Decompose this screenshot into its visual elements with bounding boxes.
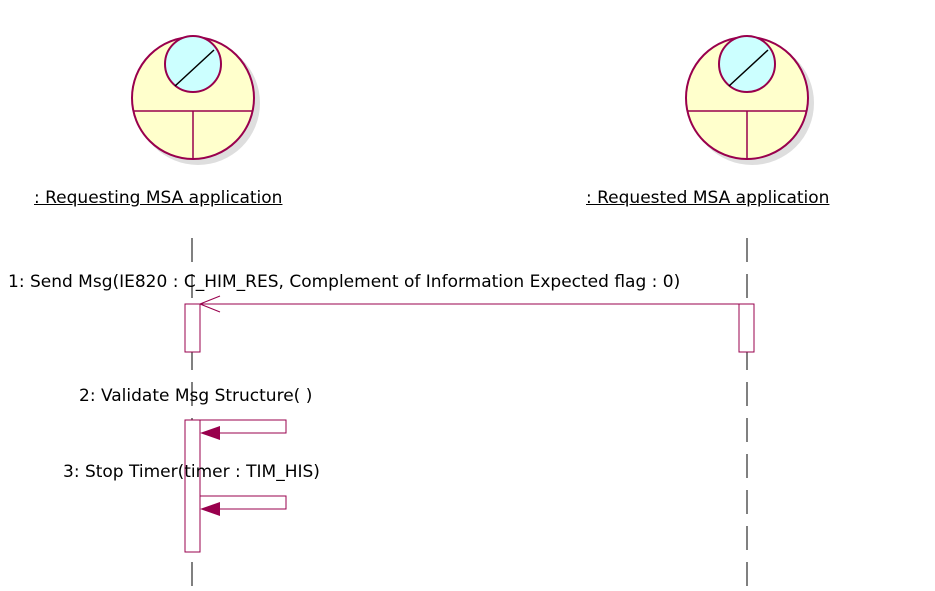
message-2-label: 2: Validate Msg Structure( ) xyxy=(79,386,313,406)
activation-requesting-1 xyxy=(184,303,201,353)
activation-requested-1 xyxy=(738,303,755,353)
activation-requesting-2 xyxy=(184,419,201,553)
actor-icon-requesting xyxy=(131,35,260,165)
actor-label-requested: : Requested MSA application xyxy=(586,188,830,208)
actor-icon-requested xyxy=(685,35,814,165)
message-1-arrow xyxy=(199,295,739,313)
actor-label-requesting: : Requesting MSA application xyxy=(34,188,283,208)
message-3-label: 3: Stop Timer(timer : TIM_HIS) xyxy=(63,462,320,482)
message-3-arrow xyxy=(200,495,287,516)
message-1-label: 1: Send Msg(IE820 : C_HIM_RES, Complemen… xyxy=(8,272,681,292)
message-2-arrow xyxy=(200,419,287,440)
